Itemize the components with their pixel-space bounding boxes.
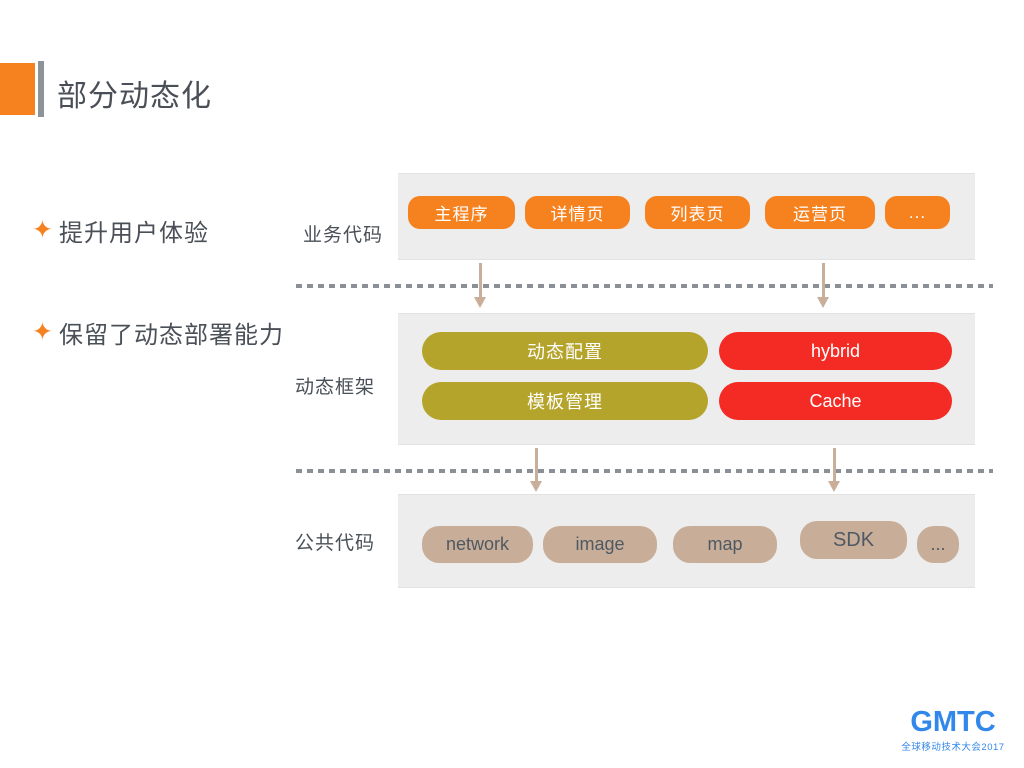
title-accent-square — [0, 63, 35, 115]
down-arrow-framework-to-common-left — [530, 448, 542, 492]
common-layer-box: network image map SDK ... — [398, 494, 975, 588]
title-accent-bar — [38, 61, 44, 117]
down-arrow-business-to-framework-right — [817, 263, 829, 308]
dashed-separator-bottom — [296, 469, 993, 473]
bullet-item-dynamic-deploy: ✦ 保留了动态部署能力 — [32, 315, 284, 350]
pill-template-management: 模板管理 — [422, 382, 708, 420]
layer-label-dynamic-framework: 动态框架 — [295, 377, 376, 398]
business-layer-box: 主程序 详情页 列表页 运营页 ... — [398, 173, 975, 260]
pill-list-page: 列表页 — [645, 196, 750, 229]
dashed-separator-top — [296, 284, 993, 288]
pill-ellipsis-business: ... — [885, 196, 950, 229]
pill-operations-page: 运营页 — [765, 196, 875, 229]
down-arrow-framework-to-common-right — [828, 448, 840, 492]
pill-sdk: SDK — [800, 521, 907, 559]
bullet-item-user-experience: ✦ 提升用户体验 — [32, 213, 209, 248]
pill-dynamic-config: 动态配置 — [422, 332, 708, 370]
down-arrow-business-to-framework-left — [474, 263, 486, 308]
layer-label-common-code: 公共代码 — [295, 533, 376, 554]
pill-main-program: 主程序 — [408, 196, 515, 229]
star-bullet-icon: ✦ — [32, 318, 53, 346]
bullet-text: 提升用户体验 — [58, 220, 209, 247]
gmtc-logo-text: GMTC — [910, 706, 996, 738]
pill-ellipsis-common: ... — [917, 526, 959, 563]
pill-hybrid: hybrid — [719, 332, 952, 370]
pill-image: image — [543, 526, 657, 563]
pill-cache: Cache — [719, 382, 952, 420]
layer-label-business-code: 业务代码 — [303, 225, 384, 246]
pill-map: map — [673, 526, 777, 563]
pill-network: network — [422, 526, 533, 563]
star-bullet-icon: ✦ — [32, 216, 53, 244]
gmtc-logo-subtitle: 全球移动技术大会2017 — [901, 742, 1005, 753]
framework-layer-box: 动态配置 模板管理 hybrid Cache — [398, 313, 975, 445]
pill-detail-page: 详情页 — [525, 196, 630, 229]
bullet-text: 保留了动态部署能力 — [58, 322, 284, 349]
gmtc-logo: GMTC 全球移动技术大会2017 — [896, 706, 1010, 754]
page-title: 部分动态化 — [57, 80, 212, 113]
